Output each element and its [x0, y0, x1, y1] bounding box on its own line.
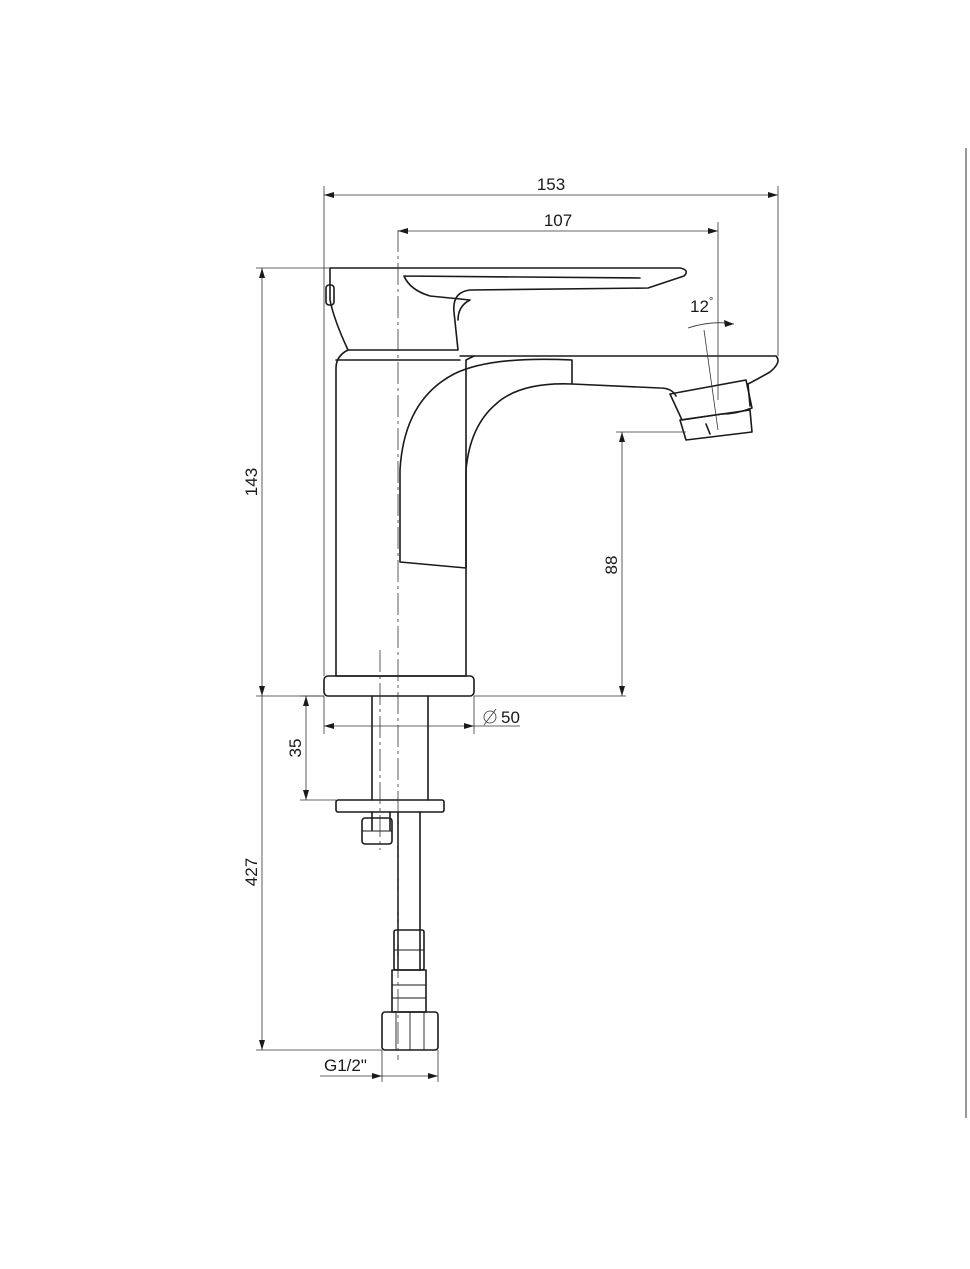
dim-spout-height-label: 88: [602, 556, 621, 575]
dim-overall-width: 153: [323, 175, 779, 676]
faucet-outline: [323, 267, 779, 1051]
mounting-plate: [335, 799, 445, 813]
dim-hose-length-label: 427: [242, 858, 261, 886]
dim-spout-reach-label: 107: [544, 211, 572, 230]
diameter-symbol: [483, 710, 497, 724]
faucet-column: [335, 349, 475, 677]
dim-overall-height-label: 143: [242, 468, 261, 496]
dim-spout-reach: 107: [398, 211, 719, 400]
dim-spout-height: 88: [474, 431, 686, 697]
lever-handle: [329, 267, 688, 351]
spout-curve-outer: [399, 358, 573, 569]
aerator-ring: [705, 423, 711, 435]
dim-hose-length: 427: [242, 696, 382, 1051]
dim-tilt-angle: 12°: [687, 296, 735, 431]
dim-tilt-angle-label: 12°: [690, 296, 713, 316]
aerator-tip: [679, 409, 753, 441]
spout-upper: [459, 355, 779, 407]
dim-thread-size: G1/2": [320, 1050, 439, 1082]
base-ring: [323, 675, 475, 697]
lever-handle-ridge: [403, 275, 641, 321]
dim-base-diameter: 50: [323, 696, 520, 734]
spout-lower: [571, 383, 677, 397]
dim-base-diameter-label: 50: [501, 708, 520, 727]
hose-connector: [391, 969, 427, 1013]
dim-shank-depth: 35: [286, 695, 336, 801]
dim-overall-height: 143: [242, 267, 330, 697]
dim-shank-depth-label: 35: [286, 739, 305, 758]
dim-thread-size-label: G1/2": [324, 1056, 367, 1075]
dim-overall-width-label: 153: [537, 175, 565, 194]
aerator: [669, 379, 753, 421]
lever-button: [325, 284, 335, 306]
